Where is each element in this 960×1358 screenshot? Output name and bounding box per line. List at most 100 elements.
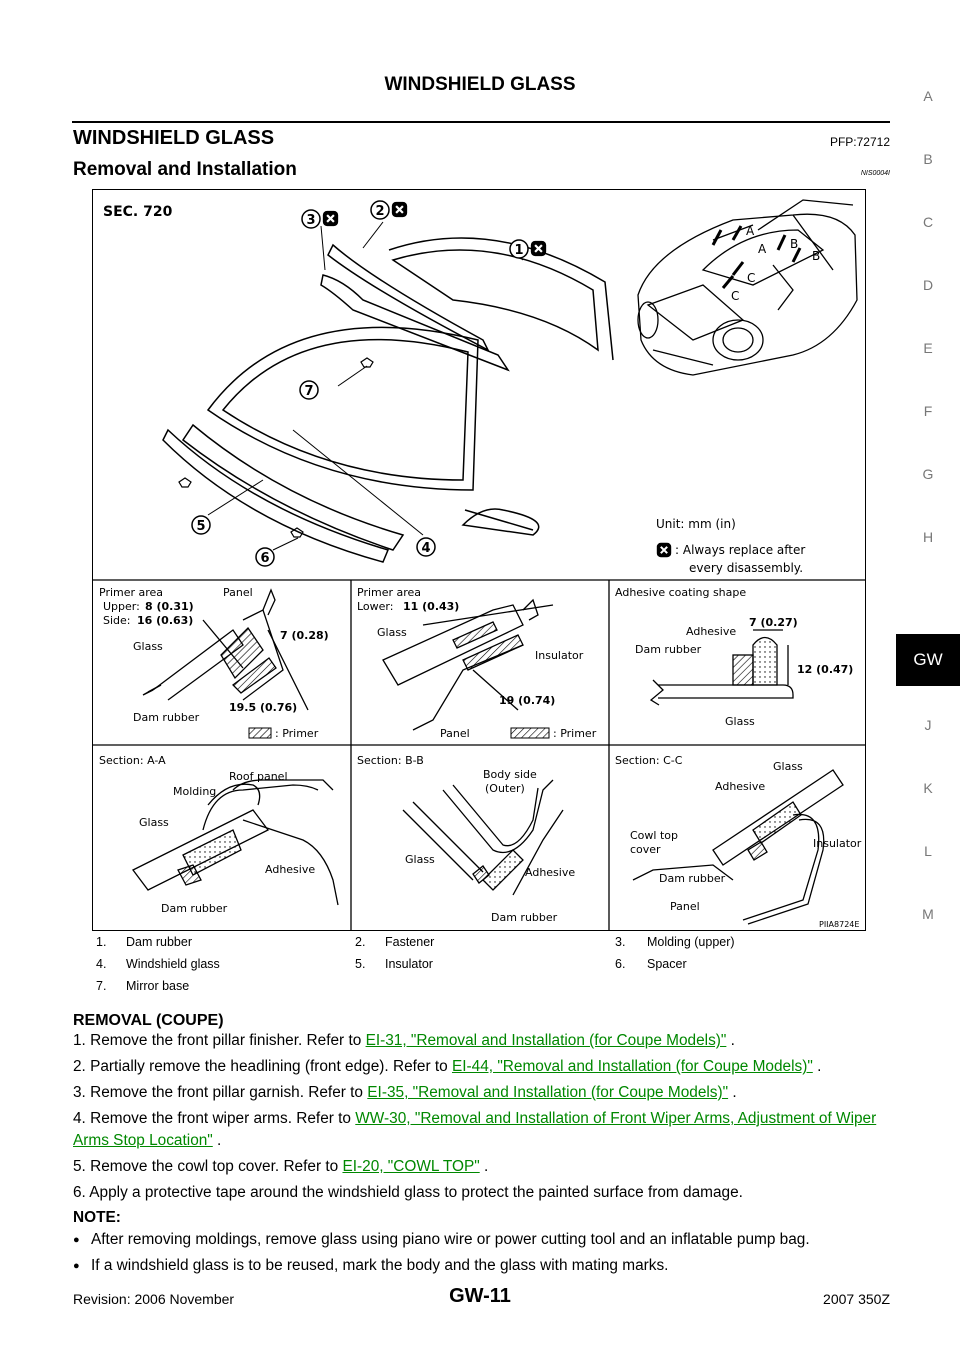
svg-text:12 (0.47): 12 (0.47) xyxy=(797,663,853,676)
svg-text:A: A xyxy=(758,242,767,256)
legend-item: Spacer xyxy=(647,957,687,971)
svg-text:C: C xyxy=(731,289,739,303)
svg-text:Section: A-A: Section: A-A xyxy=(99,754,166,767)
index-g[interactable]: G xyxy=(922,466,934,482)
svg-text:Panel: Panel xyxy=(223,586,253,599)
svg-text:Upper:: Upper: xyxy=(103,600,140,613)
step-2: 2. Partially remove the headlining (fron… xyxy=(73,1058,822,1075)
svg-text:19.5 (0.76): 19.5 (0.76) xyxy=(229,701,297,714)
legend-num: 1. xyxy=(96,935,107,949)
legend-num: 3. xyxy=(615,935,626,949)
svg-text:Molding: Molding xyxy=(173,785,216,798)
index-h[interactable]: H xyxy=(922,529,934,545)
reference-link[interactable]: EI-20, "COWL TOP" xyxy=(342,1158,480,1175)
panel-primer-lower: Primer area Lower: 11 (0.43) Glass Insul… xyxy=(357,586,597,740)
svg-text:Panel: Panel xyxy=(670,900,700,913)
svg-text:2: 2 xyxy=(375,204,384,219)
note-item: After removing moldings, remove glass us… xyxy=(73,1229,891,1251)
legend-item: Mirror base xyxy=(126,979,190,993)
svg-text:Insulator: Insulator xyxy=(535,649,584,662)
removal-steps: 1. Remove the front pillar finisher. Ref… xyxy=(73,1030,891,1277)
svg-text:Adhesive: Adhesive xyxy=(686,625,736,638)
svg-text:Glass: Glass xyxy=(405,853,435,866)
legend-num: 4. xyxy=(96,957,107,971)
index-l[interactable]: L xyxy=(924,843,932,859)
index-a[interactable]: A xyxy=(923,88,933,104)
step-3: 3. Remove the front pillar garnish. Refe… xyxy=(73,1084,737,1101)
index-m[interactable]: M xyxy=(922,906,934,922)
legend-row: 7. Mirror base xyxy=(96,979,866,1001)
callout-2: 2 xyxy=(370,200,408,220)
step-4: 4. Remove the front wiper arms. Refer to… xyxy=(73,1110,877,1149)
svg-text:19 (0.74): 19 (0.74) xyxy=(499,694,555,707)
pfp-code: PFP:72712 xyxy=(829,135,890,149)
reference-link[interactable]: WW-30, "Removal and Installation of Fron… xyxy=(73,1110,877,1149)
reference-link[interactable]: EI-35, "Removal and Installation (for Co… xyxy=(367,1084,729,1101)
svg-text:7 (0.27): 7 (0.27) xyxy=(749,616,798,629)
svg-text:11 (0.43): 11 (0.43) xyxy=(403,600,459,613)
svg-text:Glass: Glass xyxy=(139,816,169,829)
legend-num: 5. xyxy=(355,957,366,971)
svg-text:Adhesive: Adhesive xyxy=(715,780,765,793)
svg-text:Roof panel: Roof panel xyxy=(229,770,288,783)
car-illustration xyxy=(637,199,858,376)
svg-text:B: B xyxy=(790,237,798,251)
svg-text:16 (0.63): 16 (0.63) xyxy=(137,614,193,627)
section-title: WINDSHIELD GLASS xyxy=(73,127,275,149)
index-j[interactable]: J xyxy=(924,717,932,733)
callout-6: 6 xyxy=(255,547,275,567)
panel-section-cc: Section: C-C Glass Adhesive Cowl top cov… xyxy=(615,754,862,925)
svg-text:Insulator: Insulator xyxy=(813,837,862,850)
svg-text:Primer area: Primer area xyxy=(99,586,163,599)
svg-text:B: B xyxy=(812,249,820,263)
svg-text:Adhesive coating shape: Adhesive coating shape xyxy=(615,586,746,599)
note-title: NOTE: xyxy=(73,1209,121,1226)
index-c[interactable]: C xyxy=(922,214,934,230)
svg-text:4: 4 xyxy=(421,541,430,556)
svg-text:Dam rubber: Dam rubber xyxy=(161,902,228,915)
header-rule xyxy=(72,121,890,123)
reference-link[interactable]: EI-31, "Removal and Installation (for Co… xyxy=(365,1032,727,1049)
index-gw-active[interactable]: GW xyxy=(896,634,960,686)
svg-text:Adhesive: Adhesive xyxy=(525,866,575,879)
svg-text:Section: C-C: Section: C-C xyxy=(615,754,683,767)
index-f[interactable]: F xyxy=(923,403,933,419)
callout-7: 7 xyxy=(299,380,319,400)
svg-text:Dam rubber: Dam rubber xyxy=(635,643,702,656)
svg-text:8 (0.31): 8 (0.31) xyxy=(145,600,194,613)
svg-text:Cowl top: Cowl top xyxy=(630,829,678,842)
svg-text:7: 7 xyxy=(304,384,313,399)
svg-text:5: 5 xyxy=(196,519,205,534)
replace-icon xyxy=(391,201,408,218)
panel-adhesive-shape: Adhesive coating shape Adhesive 7 (0.27)… xyxy=(615,586,853,728)
callout-5: 5 xyxy=(191,515,211,535)
svg-text:Lower:: Lower: xyxy=(357,600,393,613)
reference-link[interactable]: EI-44, "Removal and Installation (for Co… xyxy=(451,1058,813,1075)
svg-text:(Outer): (Outer) xyxy=(485,782,525,795)
svg-text:Panel: Panel xyxy=(440,727,470,740)
svg-text:Glass: Glass xyxy=(725,715,755,728)
svg-text:Dam rubber: Dam rubber xyxy=(133,711,200,724)
fastener-icons xyxy=(178,357,374,538)
footer-page-number: GW-11 xyxy=(449,1285,511,1307)
legend-item: Dam rubber xyxy=(126,935,192,949)
replace-note-1: : Always replace after xyxy=(675,543,805,557)
index-d[interactable]: D xyxy=(922,277,934,293)
svg-text:Primer area: Primer area xyxy=(357,586,421,599)
index-e[interactable]: E xyxy=(923,340,933,356)
sec-label: SEC. 720 xyxy=(103,204,173,220)
legend-item: Insulator xyxy=(385,957,433,971)
unit-label: Unit: mm (in) xyxy=(656,517,736,531)
legend-item: Molding (upper) xyxy=(647,935,735,949)
svg-text:Glass: Glass xyxy=(377,626,407,639)
svg-text:cover: cover xyxy=(630,843,661,856)
svg-text:Dam rubber: Dam rubber xyxy=(491,911,558,924)
footer-revision: Revision: 2006 November xyxy=(73,1291,235,1307)
windshield-figure: SEC. 720 3 2 1 7 xyxy=(92,189,866,931)
svg-text:1: 1 xyxy=(514,243,523,258)
note-item: If a windshield glass is to be reused, m… xyxy=(73,1255,891,1277)
windshield-exploded xyxy=(162,237,614,563)
svg-text:C: C xyxy=(747,271,755,285)
index-b[interactable]: B xyxy=(923,151,933,167)
index-k[interactable]: K xyxy=(923,780,933,796)
